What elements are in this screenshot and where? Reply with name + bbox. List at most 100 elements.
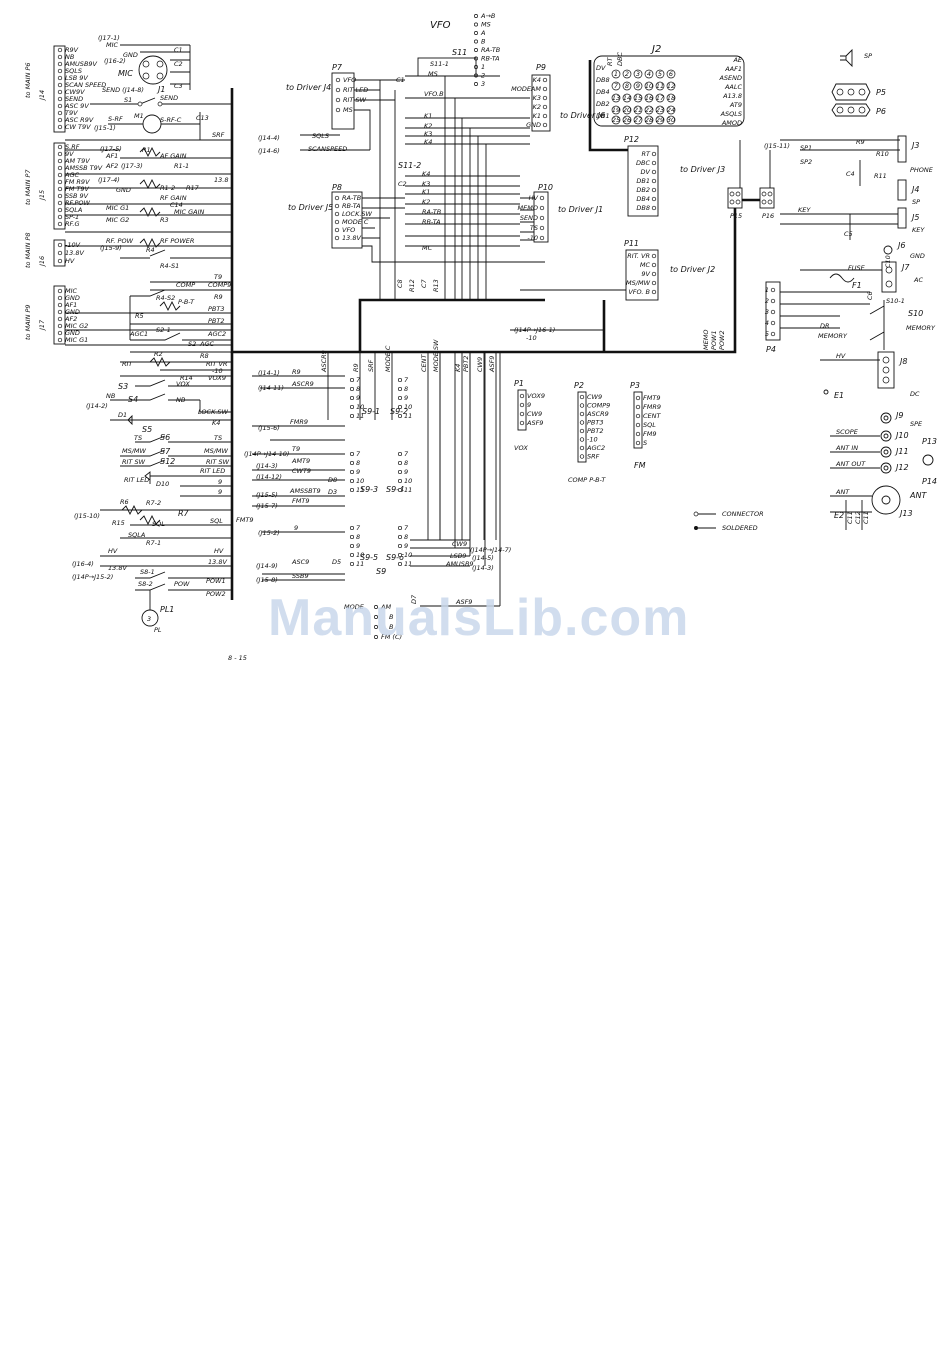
p3-pin [635,440,641,446]
j14-pin [57,117,63,123]
lbl-scanspeed: SCANSPEED [308,145,347,153]
lbl-j3: J3 [910,141,919,150]
s9-contact [349,386,355,392]
j15-pin [57,172,63,178]
lbl-asc9: ASC9 [291,558,309,566]
lbl-rf-power: RF POWER [160,237,194,245]
p9-pin-label: K3 [533,94,541,102]
j15-pin-label: SSB 9V [65,192,89,200]
p3-pin-label: FM9 [643,430,656,438]
s9-contact-num: 10 [356,403,364,411]
lbl-r3: R3 [160,216,169,224]
s9-contact [397,386,403,392]
p12-pin-label: DB4 [636,195,650,203]
lbl-dbc-j2: DBC [616,52,624,66]
s9-contact [349,552,355,558]
lbl-s1: S1 [124,96,132,104]
j16-name: J16 [38,256,46,268]
lbl-s9-2: S9-2 [390,407,408,416]
wiring-buses [230,60,770,600]
lbl-hv: HV [108,547,118,555]
p2-pin-label: AGC2 [586,444,605,452]
lbl-r10: R10 [876,150,889,158]
p1-pin-label: VOX9 [527,392,545,400]
lbl-ms-mw: MS/MW [122,447,147,455]
p1-pin [519,411,525,417]
lbl-r5: R5 [135,312,144,320]
j2-pin [666,81,676,91]
j14-pin [57,103,63,109]
lbl-sp2: SP2 [800,158,812,166]
p8-pin-label: LOCK.SW [342,210,373,218]
p4-pin [770,287,776,293]
j2-name: J2 [650,44,661,55]
bus-tag: CENT [420,353,428,372]
lbl-r14: R14 [180,374,193,382]
lbl-s2-1: S2-1 [156,326,171,334]
lbl-j13: J13 [898,509,913,518]
p12-pin [651,178,657,184]
j15-pin-label: SQLA [65,206,82,214]
lbl-j15-10: (J15-10) [74,512,100,520]
lbl-agc: AGC [199,340,214,348]
s9-contact-num: 8 [356,533,360,541]
vfo-option: A→B [480,12,496,20]
j2-pin [644,81,654,91]
vfo-option: A [480,29,485,37]
p3-pin-label: FMR9 [643,403,661,411]
lbl-c8: C8 [396,279,404,288]
p8-pin [334,227,340,233]
p4-pin-label: 2 [765,297,769,305]
j2-pin-num: 1 [614,70,618,78]
lbl-ascr9: ASCR9 [291,380,314,388]
lbl-r9: R9 [214,293,223,301]
lbl-r4: R4 [146,246,155,254]
lbl-ant2: ANT [835,488,850,496]
p1-pin [519,402,525,408]
p3-pin [635,413,641,419]
s9-contact [397,404,403,410]
lbl-r15: R15 [112,519,125,527]
lbl-c11b: C11 [862,511,870,524]
p12-pin-label: DBC [636,159,650,167]
lbl-rit: RIT [122,360,133,368]
lbl-rf-gain: RF GAIN [160,194,187,202]
j14-pin [57,96,63,102]
vfo-option-dot [474,48,478,52]
lbl-k1b: K1 [422,188,430,196]
p2-pin [579,420,585,425]
p10-pin-label: TS [530,224,538,232]
j15-pin [57,165,63,171]
lbl-ant-in: ANT IN [835,444,858,452]
j2-pin-num: 21 [634,106,642,114]
lbl-c11: C11 [846,511,854,524]
lbl-memo: MEMO [702,330,710,350]
p8-name: P8 [332,183,342,192]
j2-pin-num: 4 [647,70,651,78]
lbl-pbt: P-B-T [178,298,195,306]
j2-signal: AAF1 [724,65,742,73]
lbl-j14-6: (J14-6) [258,147,280,155]
j15-pin [57,221,63,227]
j14-pin-label: CW T9V [65,123,91,131]
lbl-r11: R11 [874,172,887,180]
s9-contact [349,561,355,567]
j17-pin [57,302,63,308]
j17-pin-label: MIC [65,287,78,295]
lbl-vox: VOX [176,380,190,388]
s9-contact [349,395,355,401]
mode-option-dot [374,615,378,619]
lbl-dr: DR [820,322,830,330]
lbl-memory2: MEMORY [818,332,848,340]
j2-pin [633,115,643,125]
p10-pin [539,235,545,241]
lbl-p4: P4 [766,345,776,354]
s9-contact [397,460,403,466]
left-section: (J17-1) MIC GND (J16-2) MIC J1 C1 C2 C3 … [65,34,253,634]
lbl-d5: D5 [332,558,341,566]
j2-pin-num: 28 [645,116,653,124]
j14-name: J14 [38,90,46,102]
s9-contact [397,395,403,401]
j2-pin-num: 20 [623,106,631,114]
